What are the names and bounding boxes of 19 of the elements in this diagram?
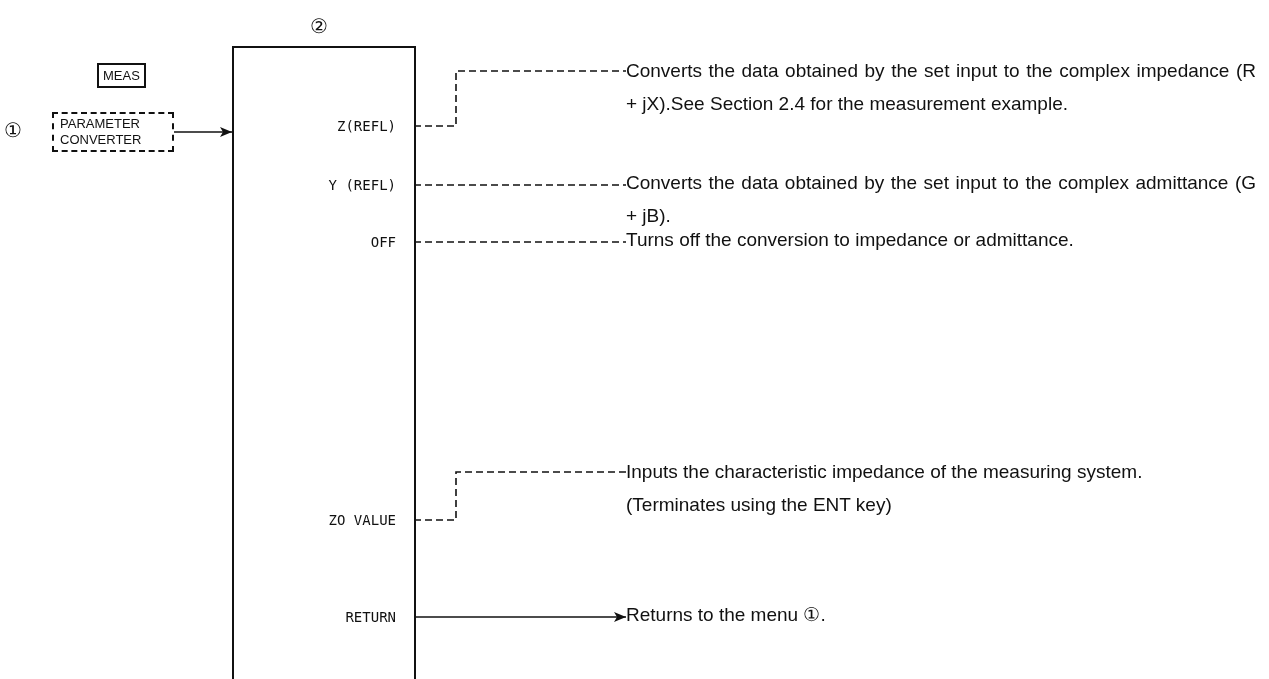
menu-number: ① bbox=[4, 118, 22, 142]
menu-item: Y (REFL) bbox=[328, 170, 414, 200]
menu-item: ZO VALUE bbox=[304, 505, 414, 535]
leader-line bbox=[413, 70, 627, 127]
menu-number: ② bbox=[310, 14, 328, 38]
leader-line bbox=[413, 241, 627, 243]
description-text: Inputs the characteristic impedance of the measuring system. (Terminates using the ENT key) bbox=[626, 455, 1256, 521]
description-text: Converts the data obtained by the set input to the complex admittance (G + jB). bbox=[626, 166, 1256, 232]
menu-item: Z(REFL) bbox=[337, 111, 414, 141]
description-text: Returns to the menu ①. bbox=[626, 598, 1256, 631]
description-text: Converts the data obtained by the set input to the complex impedance (R + jX).See Section 2.4 for the measurement example. bbox=[626, 54, 1256, 120]
key-button: MEAS bbox=[97, 63, 146, 88]
softkey-box: PARAMETER CONVERTER bbox=[52, 112, 174, 152]
arrow bbox=[413, 612, 627, 622]
menu-item: OFF bbox=[370, 227, 414, 257]
leader-line bbox=[413, 184, 627, 186]
leader-line bbox=[413, 471, 627, 521]
menu-item: RETURN bbox=[345, 602, 414, 632]
arrow bbox=[173, 127, 233, 137]
